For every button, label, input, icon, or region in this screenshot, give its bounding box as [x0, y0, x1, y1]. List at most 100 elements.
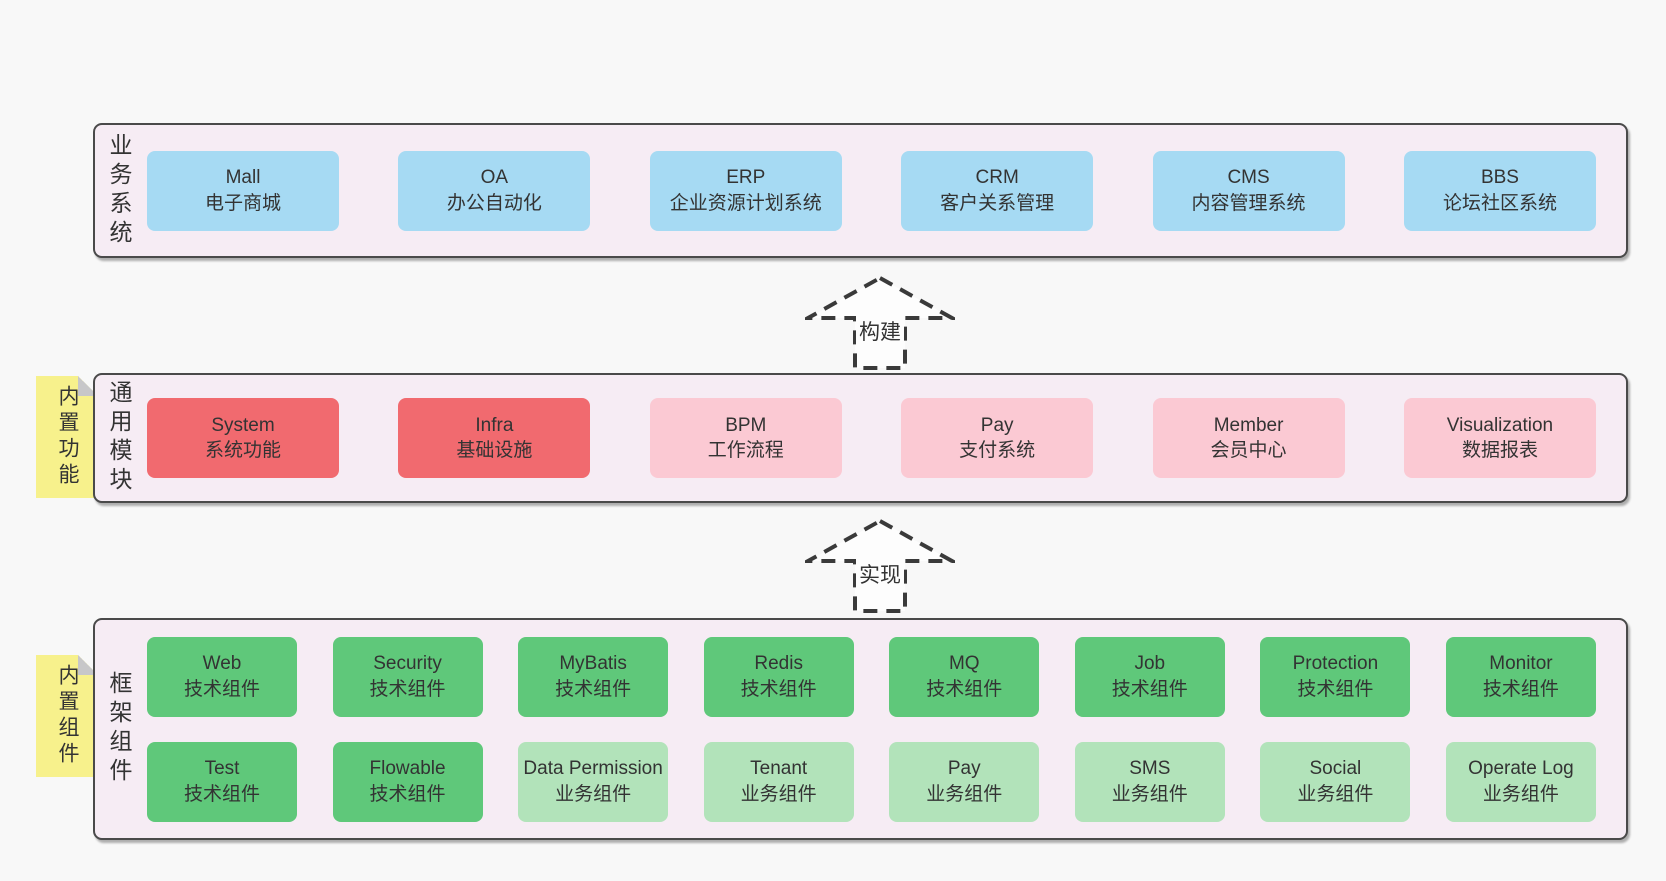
module-box-oa: OA 办公自动化 — [398, 150, 591, 231]
module-box-mq: MQ 技术组件 — [889, 636, 1040, 717]
module-title: Infra — [475, 414, 514, 436]
module-box-infra: Infra 基础设施 — [398, 398, 591, 478]
module-box-tenant: Tenant 业务组件 — [703, 741, 854, 822]
module-title: MyBatis — [559, 653, 627, 675]
module-title: MQ — [948, 653, 980, 675]
module-title: Redis — [754, 653, 803, 675]
module-title: Protection — [1292, 653, 1379, 675]
band-business-systems: 业务系统 Mall 电子商城 OA 办公自动化 ERP 企业资源计划系统 CRM 客户关系管理… — [93, 123, 1628, 258]
module-box-pay: Pay 业务组件 — [889, 741, 1040, 822]
module-box-job: Job 技术组件 — [1074, 636, 1225, 717]
module-box-bbs: BBS 论坛社区系统 — [1403, 150, 1596, 231]
module-title: System — [211, 414, 275, 436]
module-title: Pay — [980, 414, 1014, 436]
module-title: Security — [373, 653, 442, 675]
arrow-implement-label: 实现 — [856, 559, 904, 589]
module-subtitle: 技术组件 — [1111, 678, 1188, 700]
module-title: Data Permission — [523, 758, 663, 780]
module-subtitle: 电子商城 — [204, 192, 281, 214]
module-box-sms: SMS 业务组件 — [1074, 741, 1225, 822]
band-panel: 业务系统 Mall 电子商城 OA 办公自动化 ERP 企业资源计划系统 CRM 客户关系管理… — [93, 123, 1628, 258]
module-subtitle: 技术组件 — [555, 678, 632, 700]
band-label-framework-components: 框架组件 — [106, 671, 132, 787]
module-subtitle: 企业资源计划系统 — [669, 192, 822, 214]
module-box-monitor: Monitor 技术组件 — [1445, 636, 1596, 717]
module-subtitle: 工作流程 — [707, 440, 784, 461]
module-subtitle: 系统功能 — [204, 440, 281, 461]
module-title: Social — [1309, 758, 1362, 780]
module-title: Test — [204, 758, 240, 780]
module-box-mall: Mall 电子商城 — [147, 150, 339, 231]
module-subtitle: 业务组件 — [1482, 783, 1559, 805]
module-box-erp: ERP 企业资源计划系统 — [649, 150, 842, 231]
module-box-security: Security 技术组件 — [332, 636, 483, 717]
arrow-build-label: 构建 — [856, 316, 904, 346]
module-row: Mall 电子商城 OA 办公自动化 ERP 企业资源计划系统 CRM 客户关系管理 CMS 内容… — [147, 150, 1596, 231]
module-subtitle: 业务组件 — [555, 783, 632, 805]
module-box-redis: Redis 技术组件 — [703, 636, 854, 717]
module-subtitle: 业务组件 — [926, 783, 1003, 805]
module-subtitle: 技术组件 — [183, 678, 260, 700]
module-title: OA — [480, 167, 509, 189]
module-subtitle: 客户关系管理 — [940, 192, 1055, 214]
module-title: Job — [1134, 653, 1166, 675]
module-subtitle: 业务组件 — [1297, 783, 1374, 805]
sticky-note-built-in-components: 内置组件 — [36, 655, 98, 777]
module-box-protection: Protection 技术组件 — [1260, 636, 1411, 717]
module-subtitle: 办公自动化 — [446, 192, 542, 214]
module-subtitle: 技术组件 — [926, 678, 1003, 700]
module-title: Mall — [225, 167, 261, 189]
module-subtitle: 基础设施 — [456, 440, 533, 461]
module-subtitle: 技术组件 — [740, 678, 817, 700]
module-title: CRM — [975, 167, 1019, 189]
arrow-build: 构建 — [805, 275, 955, 371]
module-title: Operate Log — [1468, 758, 1574, 780]
module-box-operate-log: Operate Log 业务组件 — [1445, 741, 1596, 822]
module-title: BBS — [1480, 167, 1519, 189]
module-title: Member — [1213, 414, 1284, 436]
module-title: Flowable — [369, 758, 446, 780]
module-box-flowable: Flowable 技术组件 — [332, 741, 483, 822]
module-subtitle: 会员中心 — [1210, 440, 1287, 461]
module-title: SMS — [1129, 758, 1171, 780]
band-label-common-modules: 通用模块 — [106, 380, 132, 496]
module-subtitle: 数据报表 — [1461, 440, 1538, 461]
module-subtitle: 技术组件 — [1297, 678, 1374, 700]
arrow-implement: 实现 — [805, 518, 955, 614]
module-box-visualization: Visualization 数据报表 — [1403, 398, 1596, 478]
module-box-test: Test 技术组件 — [147, 741, 297, 822]
module-subtitle: 业务组件 — [740, 783, 817, 805]
module-subtitle: 业务组件 — [1111, 783, 1188, 805]
module-subtitle: 技术组件 — [1482, 678, 1559, 700]
module-subtitle: 技术组件 — [369, 678, 446, 700]
module-title: CMS — [1227, 167, 1270, 189]
module-title: Monitor — [1489, 653, 1553, 675]
sticky-note-built-in-features: 内置功能 — [36, 376, 98, 498]
band-label-business-systems: 业务系统 — [106, 132, 132, 249]
module-title: Web — [202, 653, 242, 675]
module-box-social: Social 业务组件 — [1260, 741, 1411, 822]
module-box-data-permission: Data Permission 业务组件 — [518, 741, 669, 822]
module-title: ERP — [726, 167, 766, 189]
module-subtitle: 论坛社区系统 — [1442, 192, 1557, 214]
module-subtitle: 内容管理系统 — [1191, 192, 1306, 214]
module-subtitle: 技术组件 — [183, 783, 260, 805]
module-box-mybatis: MyBatis 技术组件 — [518, 636, 669, 717]
module-box-web: Web 技术组件 — [147, 636, 297, 717]
module-box-system: System 系统功能 — [147, 398, 339, 478]
module-title: Visualization — [1446, 414, 1554, 436]
module-title: Tenant — [750, 758, 808, 780]
module-subtitle: 技术组件 — [369, 783, 446, 805]
module-title: Pay — [947, 758, 981, 780]
